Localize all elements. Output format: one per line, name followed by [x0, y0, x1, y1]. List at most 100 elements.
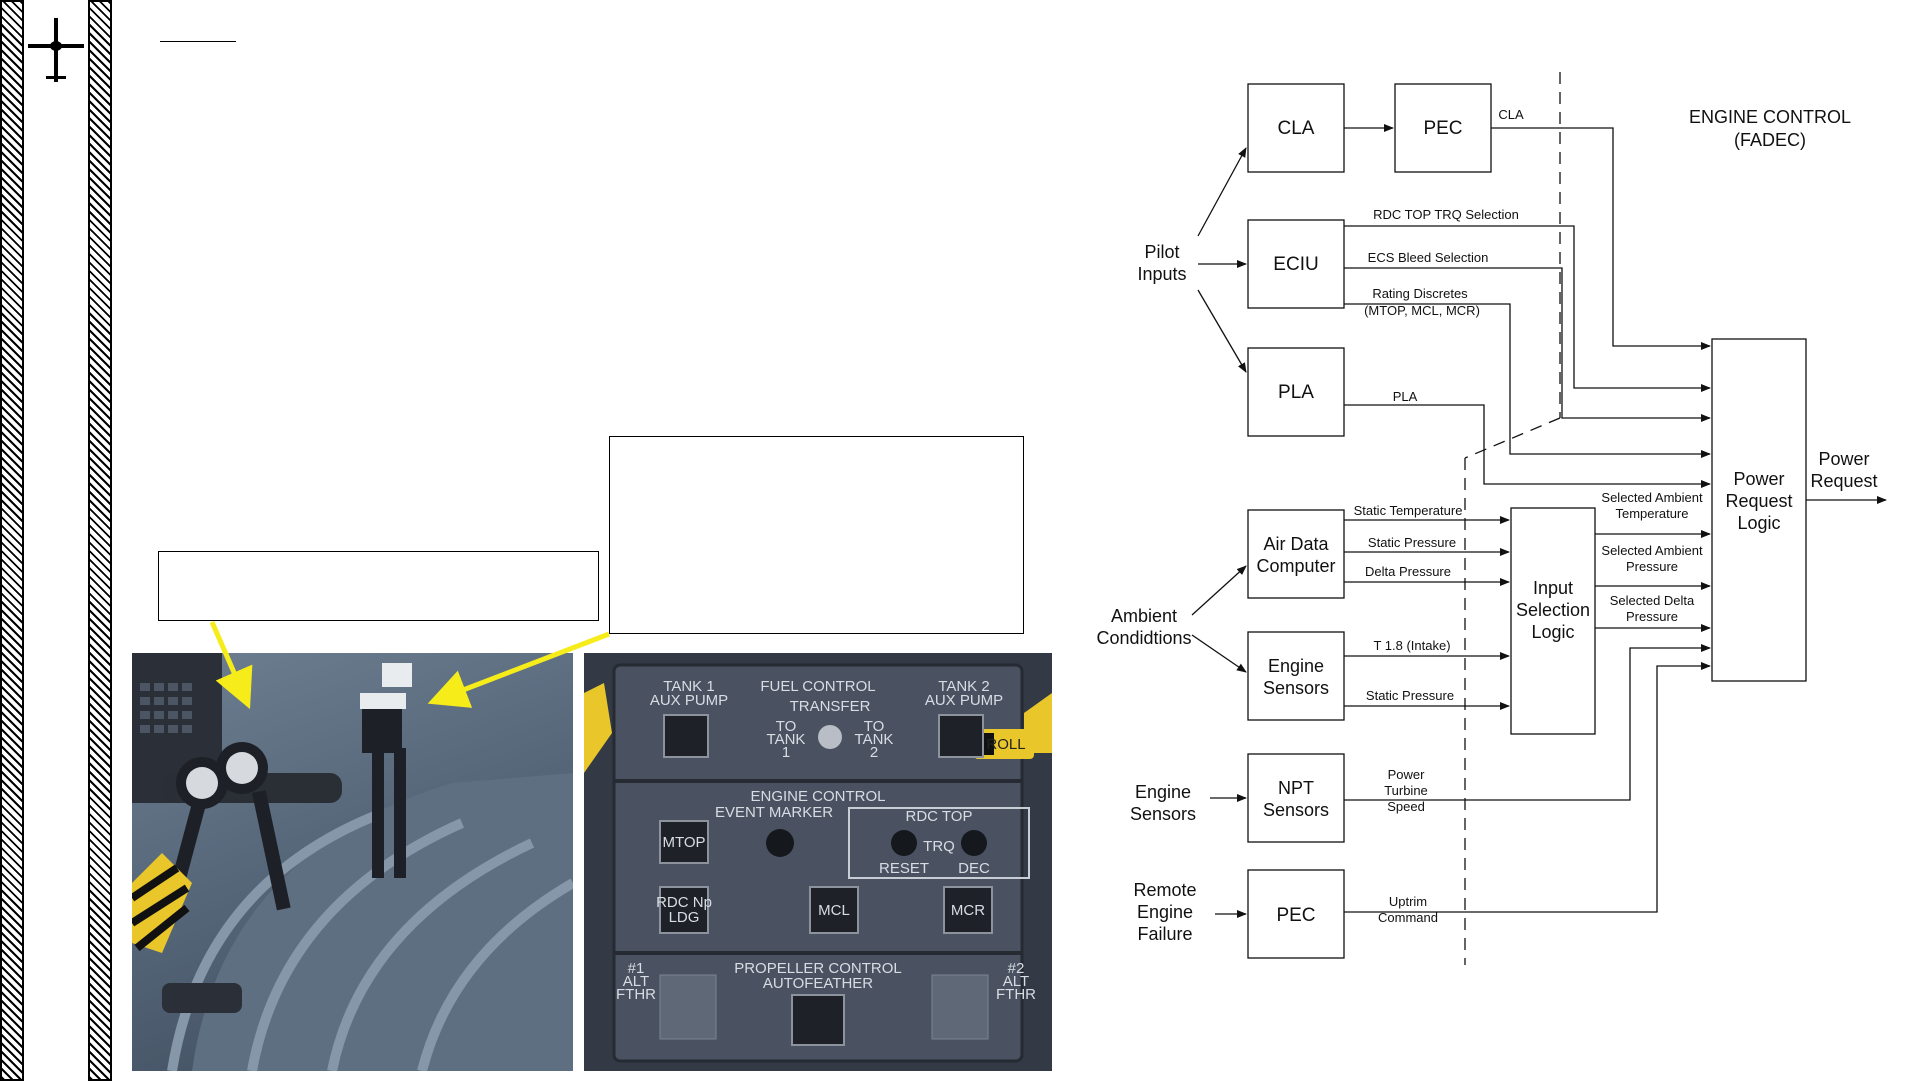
- pla-signal-label: PLA: [1393, 389, 1418, 404]
- box-engine-sensors: [1247, 631, 1345, 721]
- selected-ambient-pressure-line2: Pressure: [1626, 559, 1678, 574]
- title-underline: [160, 41, 236, 42]
- to-tank-2-line2: TANK: [855, 731, 894, 748]
- engine-sensors-input-line2: Sensors: [1130, 804, 1196, 824]
- fadec-block-diagram: ENGINE CONTROL (FADEC) Pilot Inputs Ambi…: [1096, 72, 1887, 965]
- engine-sensors-box-line2: Sensors: [1263, 678, 1329, 698]
- to-tank-1-line1: TO: [776, 718, 797, 735]
- delta-pressure-signal: Delta Pressure: [1365, 564, 1451, 579]
- static-pressure-signal: Static Pressure: [1368, 535, 1456, 550]
- input-selection-line2: Selection: [1516, 600, 1590, 620]
- alt-fthr-1-line3: FTHR: [616, 986, 656, 1003]
- rating-discretes-line2: (MTOP, MCL, MCR): [1364, 303, 1480, 318]
- rdc-np-label-line2: LDG: [669, 909, 700, 926]
- alt-fthr-2-line1: #2: [1008, 960, 1025, 977]
- selected-delta-pressure-line1: Selected Delta: [1610, 593, 1695, 608]
- mcl-button[interactable]: [809, 886, 859, 934]
- npt-sensors-line1: NPT: [1278, 778, 1314, 798]
- alt-fthr-1-line1: #1: [628, 960, 645, 977]
- autofeather-label: AUTOFEATHER: [763, 975, 873, 992]
- box-pec-bottom: [1247, 869, 1345, 959]
- alt-fthr-2-line3: FTHR: [996, 986, 1036, 1003]
- uptrim-command-line2: Command: [1378, 910, 1438, 925]
- selected-ambient-temp-line2: Temperature: [1616, 506, 1689, 521]
- power-turbine-speed-line2: Turbine: [1384, 783, 1428, 798]
- rdc-top-trq-signal-label: RDC TOP TRQ Selection: [1373, 207, 1519, 222]
- engine-control-title-line1: ENGINE CONTROL: [1689, 107, 1851, 127]
- power-request-logic-line1: Power: [1733, 469, 1784, 489]
- callout-box-panel: [609, 436, 1024, 634]
- power-turbine-speed-line1: Power: [1388, 767, 1426, 782]
- box-input-selection-logic: [1510, 507, 1596, 735]
- pla-box-label: PLA: [1278, 382, 1314, 403]
- alt-fthr-1-guard[interactable]: [659, 974, 717, 1040]
- rdc-top-dec-knob[interactable]: [961, 830, 987, 856]
- autofeather-button[interactable]: [791, 994, 845, 1046]
- selected-ambient-temp-line1: Selected Ambient: [1601, 490, 1703, 505]
- power-request-output-line2: Request: [1810, 471, 1877, 491]
- reset-label: RESET: [879, 860, 929, 877]
- event-marker-label: EVENT MARKER: [715, 804, 833, 821]
- cla-signal-label: CLA: [1498, 107, 1524, 122]
- rdc-top-reset-knob[interactable]: [891, 830, 917, 856]
- to-tank-1-line2: TANK: [767, 731, 806, 748]
- rdc-np-label-line1: RDC Np: [656, 894, 712, 911]
- transfer-toggle-switch[interactable]: [818, 725, 842, 749]
- static-temperature-signal: Static Temperature: [1354, 503, 1463, 518]
- remote-engine-failure-line2: Engine: [1137, 902, 1193, 922]
- power-request-logic-line3: Logic: [1737, 513, 1780, 533]
- alt-fthr-2-guard[interactable]: [931, 974, 989, 1040]
- power-levers-photo: [132, 653, 573, 1071]
- input-selection-line1: Input: [1533, 578, 1573, 598]
- alt-fthr-2-line2: ALT: [1003, 973, 1029, 990]
- remote-engine-failure-line1: Remote: [1133, 880, 1196, 900]
- pilot-inputs-line2: Inputs: [1137, 264, 1186, 284]
- event-marker-knob[interactable]: [766, 829, 794, 857]
- rdc-top-label: RDC TOP: [906, 808, 973, 825]
- remote-engine-failure-line3: Failure: [1137, 924, 1192, 944]
- tank2-label-line2: AUX PUMP: [925, 692, 1003, 709]
- power-request-output-line1: Power: [1818, 449, 1869, 469]
- pilot-inputs-line1: Pilot: [1144, 242, 1179, 262]
- fuel-control-label: FUEL CONTROL: [760, 678, 875, 695]
- t18-intake-signal: T 1.8 (Intake): [1373, 638, 1450, 653]
- mcr-button[interactable]: [943, 886, 993, 934]
- selected-ambient-pressure-line1: Selected Ambient: [1601, 543, 1703, 558]
- callout-box-levers: [158, 551, 599, 621]
- eciu-box-label: ECIU: [1273, 254, 1318, 275]
- left-hatched-bar-inner: [88, 0, 112, 1081]
- air-data-label-line2: Computer: [1256, 556, 1335, 576]
- box-npt-sensors: [1247, 753, 1345, 843]
- box-eciu: [1247, 219, 1345, 309]
- mcl-label: MCL: [818, 902, 850, 919]
- pec-bottom-box-label: PEC: [1276, 905, 1315, 926]
- power-turbine-speed-line3: Speed: [1387, 799, 1425, 814]
- box-air-data-computer: [1247, 509, 1345, 599]
- air-data-label-line1: Air Data: [1263, 534, 1329, 554]
- tank1-label-line1: TANK 1: [663, 678, 714, 695]
- alt-fthr-1-line2: ALT: [623, 973, 649, 990]
- transfer-label: TRANSFER: [790, 698, 871, 715]
- input-selection-line3: Logic: [1531, 622, 1574, 642]
- engine-control-title-line2: (FADEC): [1734, 130, 1806, 150]
- to-tank-2-line3: 2: [870, 744, 878, 761]
- rdc-np-ldg-button[interactable]: [659, 886, 709, 934]
- ambient-conditions-line1: Ambient: [1111, 606, 1177, 626]
- tank1-aux-pump-button[interactable]: [663, 714, 709, 758]
- rating-discretes-line1: Rating Discretes: [1372, 286, 1468, 301]
- tank2-aux-pump-button[interactable]: [938, 714, 984, 758]
- mtop-button[interactable]: [659, 820, 709, 864]
- pec-top-box-label: PEC: [1423, 118, 1462, 139]
- to-tank-2-line1: TO: [864, 718, 885, 735]
- engine-control-panel-label: ENGINE CONTROL: [750, 788, 885, 805]
- npt-sensors-line2: Sensors: [1263, 800, 1329, 820]
- tank1-label-line2: AUX PUMP: [650, 692, 728, 709]
- static-pressure-2-signal: Static Pressure: [1366, 688, 1454, 703]
- selected-delta-pressure-line2: Pressure: [1626, 609, 1678, 624]
- mtop-label: MTOP: [662, 834, 705, 851]
- propeller-control-label: PROPELLER CONTROL: [734, 960, 902, 977]
- to-tank-1-line3: 1: [782, 744, 790, 761]
- tank2-label-line1: TANK 2: [938, 678, 989, 695]
- engine-control-panel-photo: FUEL CONTROL TANK 1 AUX PUMP TANK 2 AUX …: [584, 653, 1052, 1071]
- ambient-conditions-line2: Condidtions: [1096, 628, 1191, 648]
